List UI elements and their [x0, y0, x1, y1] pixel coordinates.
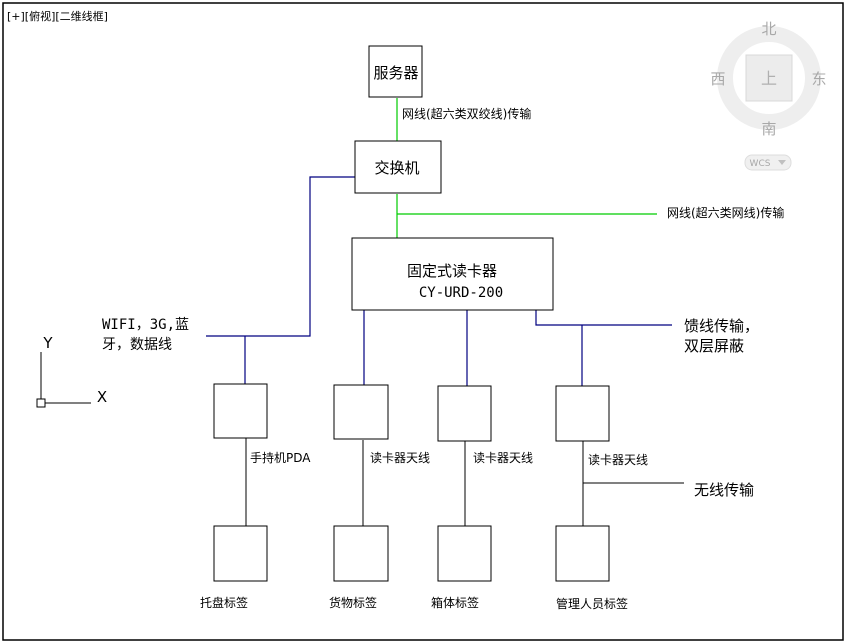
- device-label-1: 手持机PDA: [250, 450, 311, 465]
- feeder-label-line2: 双层屏蔽: [684, 337, 744, 355]
- wifi-label-line2: 牙，数据线: [102, 337, 172, 353]
- compass-ring[interactable]: [717, 26, 821, 130]
- compass-west[interactable]: 西: [710, 70, 725, 88]
- reader-model: CY-URD-200: [419, 285, 503, 301]
- fixed-reader-box[interactable]: [351, 237, 554, 311]
- compass-south[interactable]: 南: [761, 120, 776, 138]
- wcs-menu-button[interactable]: [744, 154, 792, 171]
- wifi-link-line: [206, 176, 355, 337]
- feeder-leader-line: [535, 310, 672, 326]
- antenna-box-1[interactable]: [333, 384, 389, 440]
- compass-east[interactable]: 东: [811, 70, 826, 88]
- wireless-label: 无线传输: [694, 481, 754, 499]
- device-label-4: 读卡器天线: [588, 453, 648, 467]
- viewcube-face[interactable]: [745, 54, 793, 102]
- reader-title: 固定式读卡器: [407, 262, 497, 280]
- device-label-3: 读卡器天线: [473, 451, 533, 465]
- tag-label-4: 管理人员标签: [556, 596, 628, 611]
- tag-box-4[interactable]: [555, 525, 610, 582]
- pda-device-box[interactable]: [213, 383, 268, 439]
- ucs-y-label: Y: [42, 334, 53, 352]
- compass-north[interactable]: 北: [761, 20, 776, 38]
- tag-box-1[interactable]: [213, 525, 268, 582]
- viewcube[interactable]: [717, 26, 821, 130]
- viewport-label[interactable]: [+][俯视][二维线框]: [7, 9, 108, 23]
- tag-label-3: 箱体标签: [431, 595, 479, 610]
- tag-label-1: 托盘标签: [200, 595, 248, 610]
- tag-box-2[interactable]: [333, 525, 389, 582]
- feeder-label-line1: 馈线传输，: [684, 317, 759, 335]
- switch-box[interactable]: [354, 140, 442, 194]
- tag-box-3[interactable]: [437, 525, 492, 582]
- ucs-x-label: X: [97, 388, 107, 406]
- antenna-box-2[interactable]: [437, 385, 492, 442]
- wcs-label: WCS: [750, 159, 771, 169]
- server-switch-link-label: 网线(超六类双绞线)传输: [402, 106, 531, 121]
- viewcube-top-label[interactable]: 上: [761, 69, 777, 88]
- ucs-icon[interactable]: [36, 352, 91, 408]
- server-label: 服务器: [373, 64, 418, 82]
- wifi-label-line1: WIFI，3G,蓝: [102, 317, 189, 333]
- chevron-down-icon: [778, 160, 786, 165]
- device-label-2: 读卡器天线: [370, 451, 430, 465]
- antenna-box-3[interactable]: [555, 385, 610, 442]
- switch-label: 交换机: [374, 159, 419, 177]
- server-box[interactable]: [368, 45, 423, 98]
- switch-reader-link-label: 网线(超六类网线)传输: [667, 205, 784, 220]
- tag-label-2: 货物标签: [329, 595, 377, 610]
